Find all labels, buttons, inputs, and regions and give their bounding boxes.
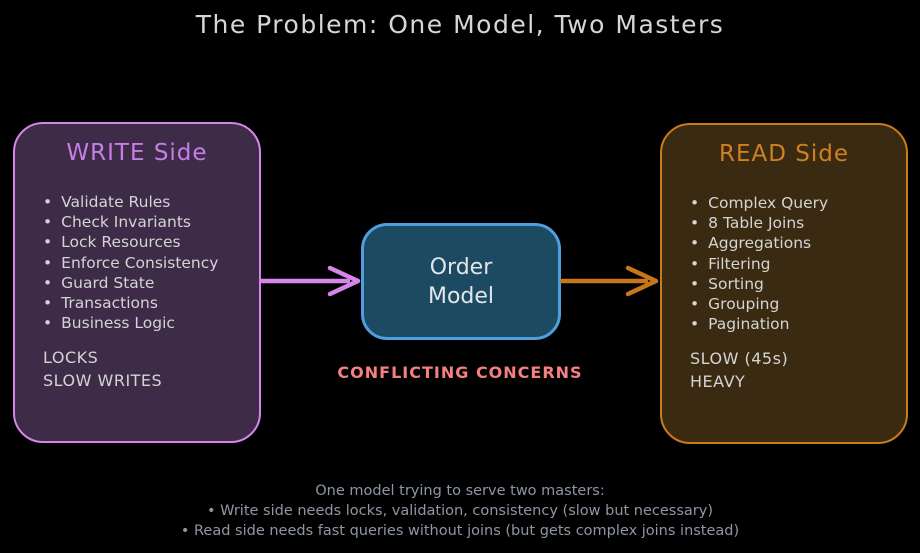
write-side-box: WRITE Side Validate Rules Check Invarian… — [13, 122, 261, 443]
read-side-item: Sorting — [690, 274, 906, 294]
read-side-item: Filtering — [690, 254, 906, 274]
write-side-item: Lock Resources — [43, 232, 259, 252]
read-side-summary: SLOW (45s) HEAVY — [690, 347, 906, 393]
order-model-label-line: Order — [429, 254, 493, 280]
write-side-title: WRITE Side — [66, 140, 208, 166]
read-side-item: Grouping — [690, 294, 906, 314]
read-side-title: READ Side — [718, 141, 849, 167]
footnote-line: • Read side needs fast queries without j… — [180, 523, 740, 539]
write-side-item: Check Invariants — [43, 212, 259, 232]
write-to-model-arrow-icon — [259, 265, 361, 297]
write-side-item: Enforce Consistency — [43, 253, 259, 273]
read-side-item: 8 Table Joins — [690, 213, 906, 233]
read-side-item: Aggregations — [690, 233, 906, 253]
read-side-summary-line: HEAVY — [690, 372, 746, 392]
order-model-label-line: Model — [427, 283, 495, 309]
read-side-list: Complex Query 8 Table Joins Aggregations… — [662, 193, 906, 334]
model-to-read-arrow-icon — [559, 265, 659, 297]
read-side-item: Pagination — [690, 314, 906, 334]
read-side-box: READ Side Complex Query 8 Table Joins Ag… — [660, 123, 908, 444]
conflicting-concerns-caption: CONFLICTING CONCERNS — [337, 363, 583, 382]
write-side-item: Business Logic — [43, 313, 259, 333]
footnote: One model trying to serve two masters: •… — [0, 481, 920, 541]
write-side-summary: LOCKS SLOW WRITES — [43, 346, 259, 392]
write-side-item: Validate Rules — [43, 192, 259, 212]
write-side-summary-line: LOCKS — [43, 348, 99, 368]
footnote-line: One model trying to serve two masters: — [315, 483, 605, 499]
footnote-line: • Write side needs locks, validation, co… — [206, 503, 713, 519]
read-side-item: Complex Query — [690, 193, 906, 213]
read-side-summary-line: SLOW (45s) — [690, 349, 789, 369]
write-side-summary-line: SLOW WRITES — [43, 371, 163, 391]
page-title: The Problem: One Model, Two Masters — [195, 10, 725, 39]
write-side-list: Validate Rules Check Invariants Lock Res… — [15, 192, 259, 333]
write-side-item: Transactions — [43, 293, 259, 313]
write-side-item: Guard State — [43, 273, 259, 293]
order-model-box: Order Model — [361, 223, 561, 340]
